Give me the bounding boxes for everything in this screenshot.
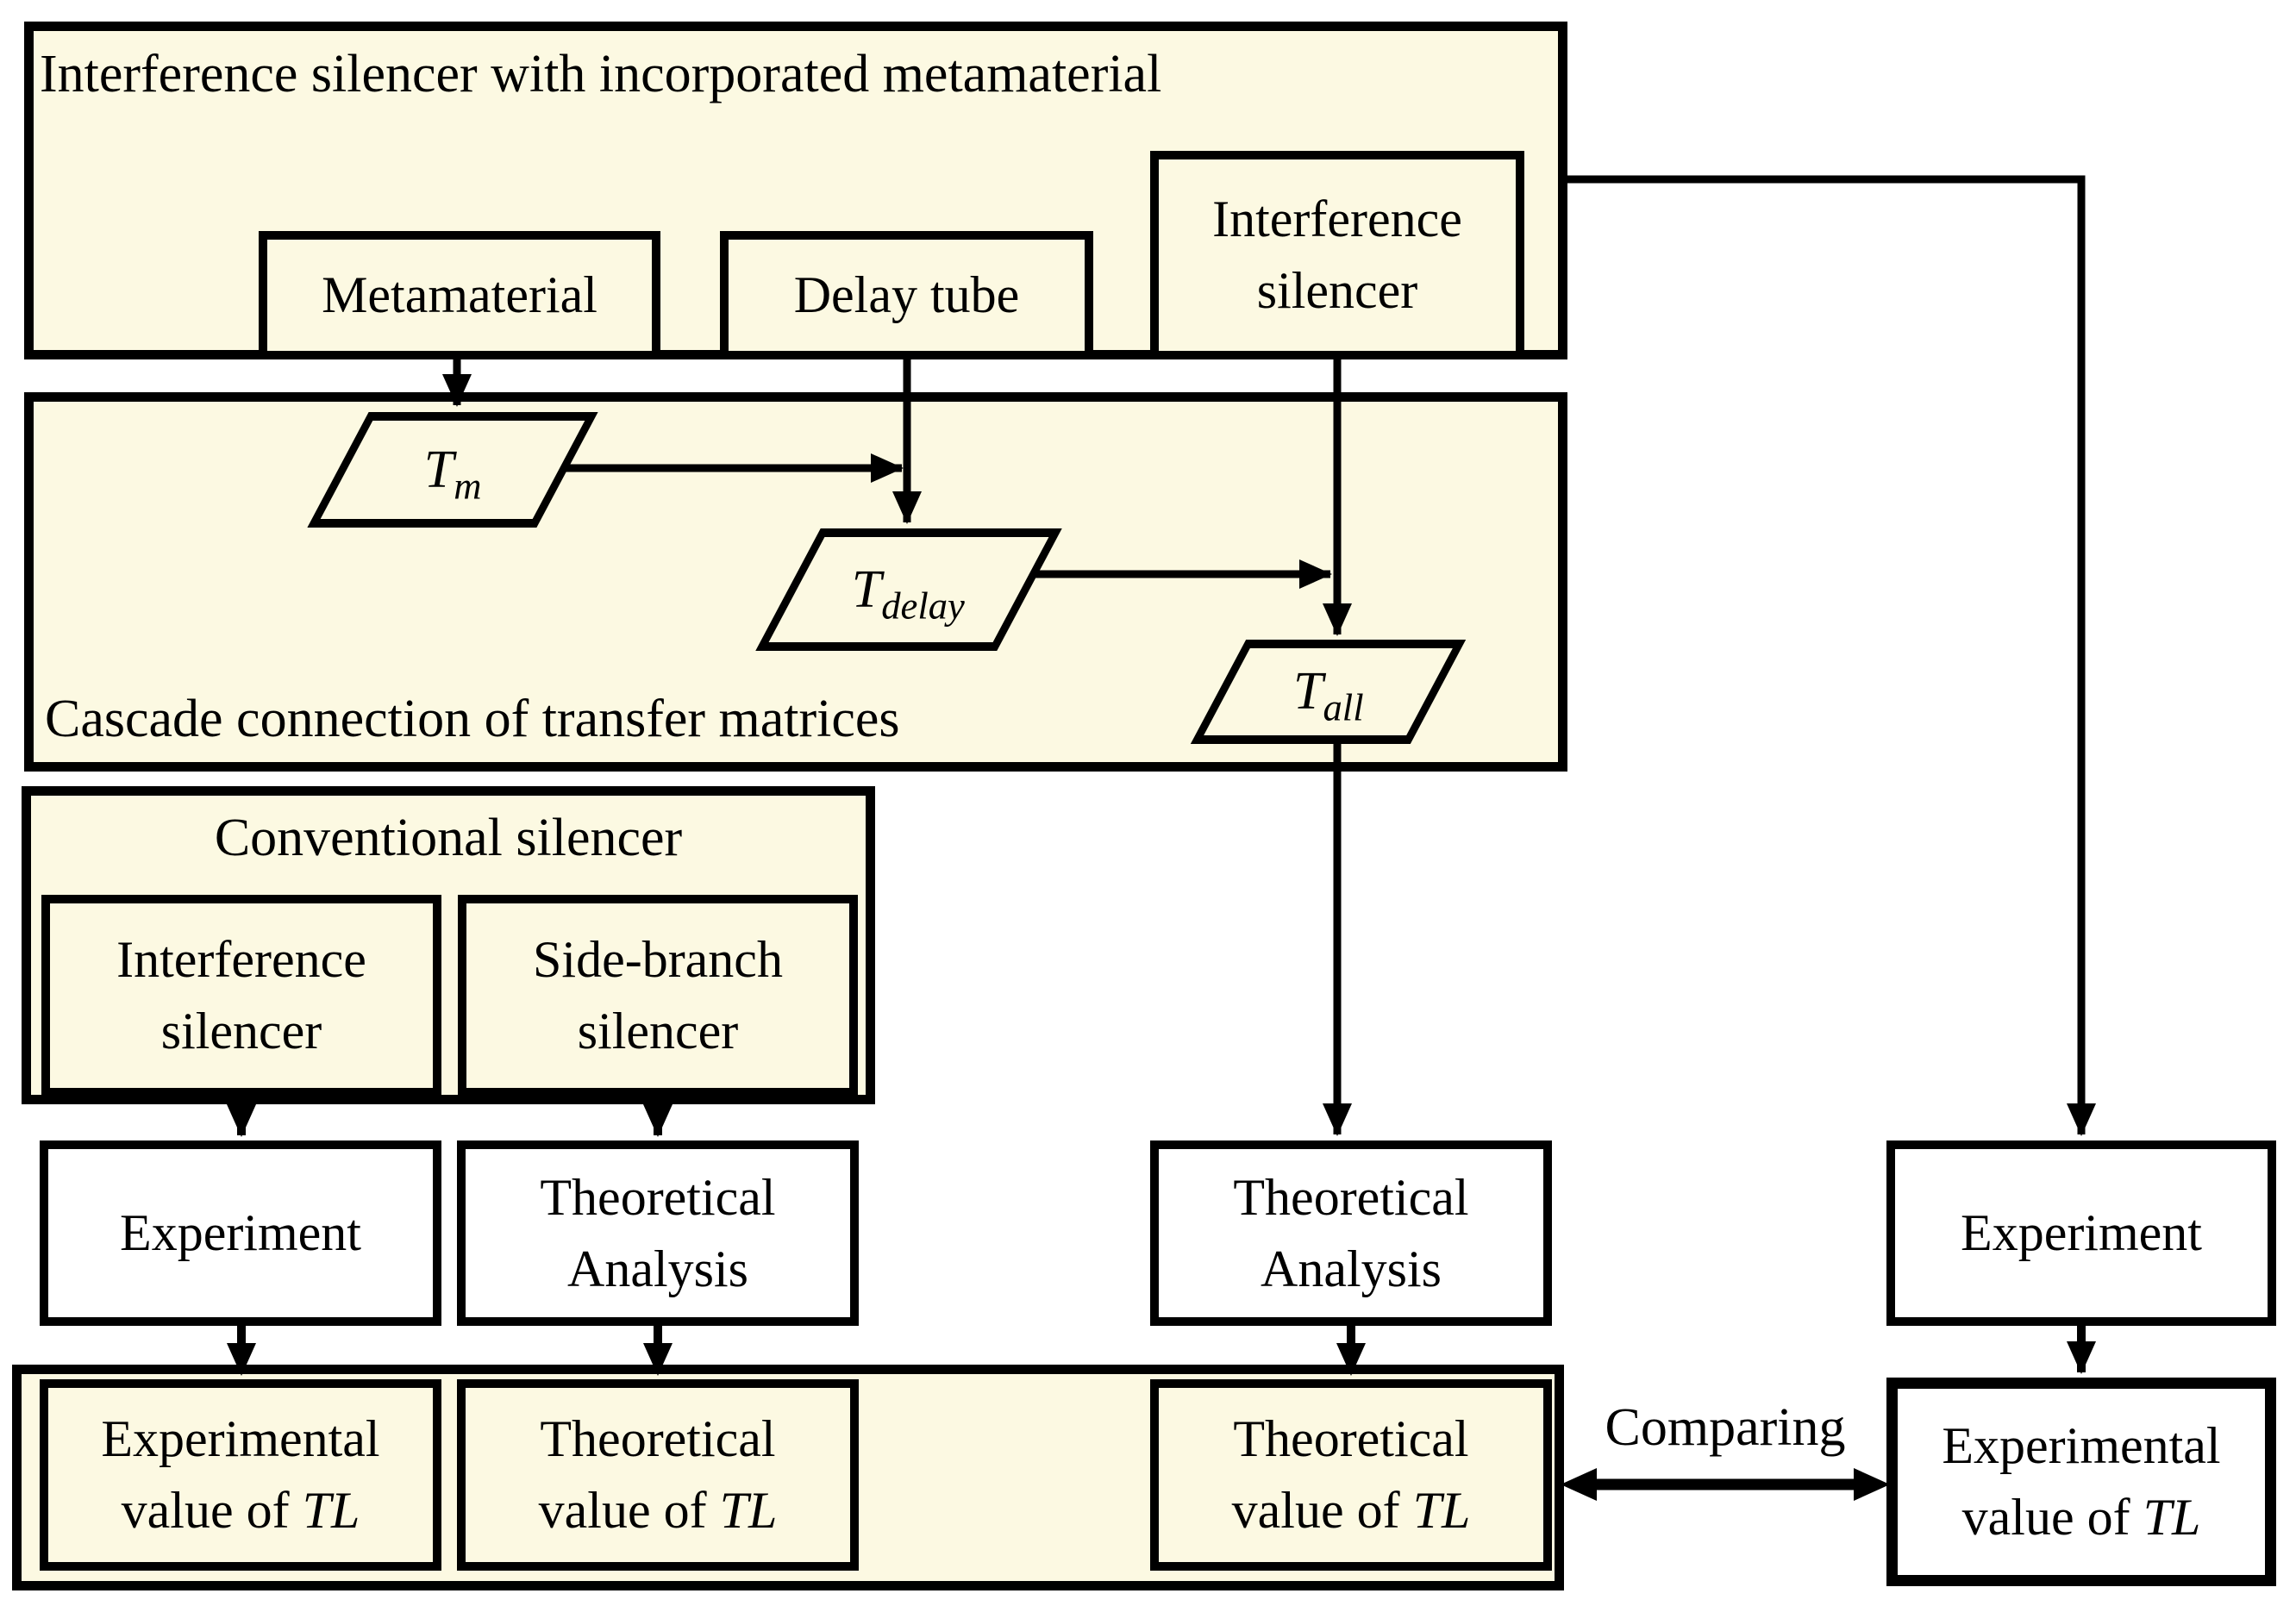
transfer-matrix-tall-label: Tall xyxy=(1292,662,1364,729)
interference-silencer-top-label-line1: Interference xyxy=(1212,191,1462,248)
theoretical-value-conventional-box: Theoretical value of TL xyxy=(457,1379,859,1571)
comparing-double-arrow xyxy=(1561,1468,1890,1501)
side-branch-label-line1: Side-branch xyxy=(533,931,783,989)
theoretical-conventional-label-line1: Theoretical xyxy=(540,1168,776,1226)
experimental-value-metamaterial-line1: Experimental xyxy=(1942,1417,2221,1475)
metamaterial-box: Metamaterial xyxy=(259,231,660,359)
experiment-conventional-box: Experiment xyxy=(40,1140,441,1326)
conventional-interference-label-line1: Interference xyxy=(116,931,366,989)
transfer-matrix-tdelay-label: Tdelay xyxy=(852,559,966,627)
delay-tube-label: Delay tube xyxy=(793,266,1020,324)
experiment-metamaterial-box: Experiment xyxy=(1886,1140,2276,1326)
side-branch-silencer-box: Side-branch silencer xyxy=(458,895,858,1097)
theoretical-analysis-conventional-box: Theoretical Analysis xyxy=(457,1140,859,1326)
experimental-value-conventional-box: Experimental value of TL xyxy=(40,1379,441,1571)
interference-silencer-top-label-line2: silencer xyxy=(1256,262,1418,319)
theoretical-conventional-label-line2: Analysis xyxy=(567,1240,748,1297)
conventional-interference-label-line2: silencer xyxy=(160,1003,322,1059)
theoretical-value-conventional-line1: Theoretical xyxy=(540,1410,776,1468)
arrow-topbox-to-experiment xyxy=(1566,175,2096,1136)
transfer-matrix-tm-label: Tm xyxy=(423,440,482,507)
experimental-value-conventional-line2: value of TL xyxy=(121,1482,360,1539)
group-cascade-connection-title: Cascade connection of transfer matrices xyxy=(45,690,900,748)
theoretical-metamaterial-label-line1: Theoretical xyxy=(1233,1168,1469,1226)
conventional-interference-silencer-box: Interference silencer xyxy=(41,895,441,1097)
comparing-label: Comparing xyxy=(1605,1398,1846,1457)
experiment-conventional-label: Experiment xyxy=(120,1204,361,1262)
side-branch-label-line2: silencer xyxy=(577,1003,739,1059)
experiment-metamaterial-label: Experiment xyxy=(1961,1204,2202,1262)
theoretical-analysis-metamaterial-box: Theoretical Analysis xyxy=(1150,1140,1552,1326)
group-conventional-silencer-title: Conventional silencer xyxy=(214,809,683,867)
experimental-value-conventional-line1: Experimental xyxy=(101,1410,380,1468)
experimental-value-metamaterial-box: Experimental value of TL xyxy=(1886,1378,2276,1586)
theoretical-value-metamaterial-box: Theoretical value of TL xyxy=(1150,1379,1552,1571)
theoretical-value-metamaterial-line2: value of TL xyxy=(1231,1482,1471,1539)
theoretical-value-metamaterial-line1: Theoretical xyxy=(1233,1410,1469,1468)
metamaterial-label: Metamaterial xyxy=(322,266,597,324)
delay-tube-box: Delay tube xyxy=(720,231,1093,359)
experimental-value-metamaterial-line2: value of TL xyxy=(1961,1489,2201,1546)
theoretical-metamaterial-label-line2: Analysis xyxy=(1261,1240,1442,1297)
interference-silencer-top-box: Interference silencer xyxy=(1150,151,1524,359)
group-metamaterial-silencer-title: Interference silencer with incorporated … xyxy=(40,45,1162,103)
theoretical-value-conventional-line2: value of TL xyxy=(538,1482,778,1539)
